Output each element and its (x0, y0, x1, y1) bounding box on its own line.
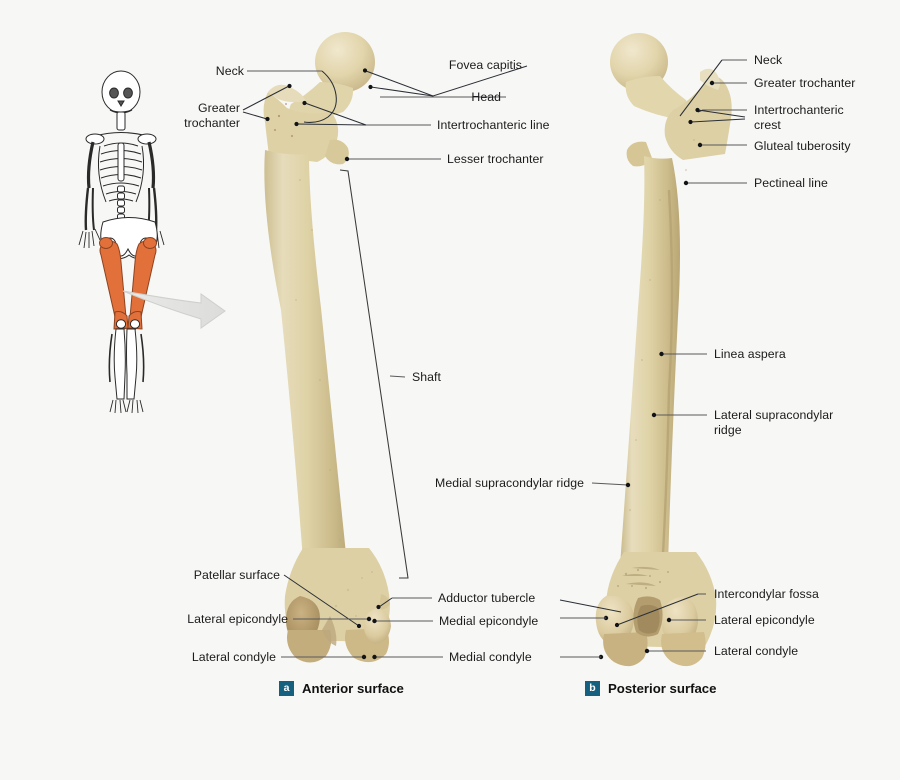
label-lateral-supracondylar-ridge-line1: Lateral supracondylar (714, 408, 834, 422)
panel-caption-anterior-surface: Anterior surface (302, 681, 404, 696)
posterior-femur-bone (595, 33, 732, 667)
label-shaft: Shaft (412, 370, 441, 384)
panel-caption-posterior-surface: Posterior surface (608, 681, 717, 696)
label-lateral-supracondylar-ridge-line2: ridge (714, 422, 742, 437)
label-gluteal-tuberosity: Gluteal tuberosity (754, 139, 851, 153)
label-lateral-condyle-posterior: Lateral condyle (714, 644, 799, 658)
label-greater-trochanter-line1: Greater (197, 101, 240, 115)
skeleton-inset-graphic (78, 70, 226, 414)
label-greater-trochanter-line2: trochanter (184, 115, 240, 130)
label-intertrochanteric-crest-line1: Intertrochanteric (754, 103, 844, 117)
label-medial-condyle: Medial condyle (449, 650, 532, 664)
label-adductor-tubercle: Adductor tubercle (438, 591, 536, 605)
leader-lines-posterior (559, 59, 747, 660)
anterior-femur-bone (263, 32, 391, 663)
label-lateral-epicondyle-posterior: Lateral epicondyle (714, 613, 815, 627)
panel-badge-a: a (279, 681, 294, 696)
label-linea-aspera: Linea aspera (714, 347, 786, 361)
label-fovea-capitis: Fovea capitis (448, 58, 522, 72)
label-neck-anterior: Neck (215, 64, 244, 78)
label-lateral-condyle-anterior: Lateral condyle (191, 650, 276, 664)
label-medial-epicondyle: Medial epicondyle (439, 614, 539, 628)
panel-badge-b: b (585, 681, 600, 696)
label-head: Head (471, 90, 501, 104)
label-lesser-trochanter: Lesser trochanter (447, 152, 544, 166)
label-neck-posterior: Neck (754, 53, 783, 67)
leader-lines-anterior-center (294, 65, 631, 660)
label-intercondylar-fossa: Intercondylar fossa (714, 587, 819, 601)
label-intertrochanteric-line: Intertrochanteric line (437, 118, 550, 132)
label-lateral-epicondyle-anterior: Lateral epicondyle (187, 612, 288, 626)
label-intertrochanteric-crest-line2: crest (754, 117, 781, 132)
label-medial-supracondylar-ridge: Medial supracondylar ridge (435, 476, 584, 490)
label-patellar-surface: Patellar surface (193, 568, 280, 582)
leader-lines-anterior-left (242, 70, 372, 660)
label-pectineal-line: Pectineal line (754, 176, 828, 190)
magnify-arrow-icon (122, 290, 226, 329)
label-greater-trochanter-posterior: Greater trochanter (754, 76, 856, 90)
